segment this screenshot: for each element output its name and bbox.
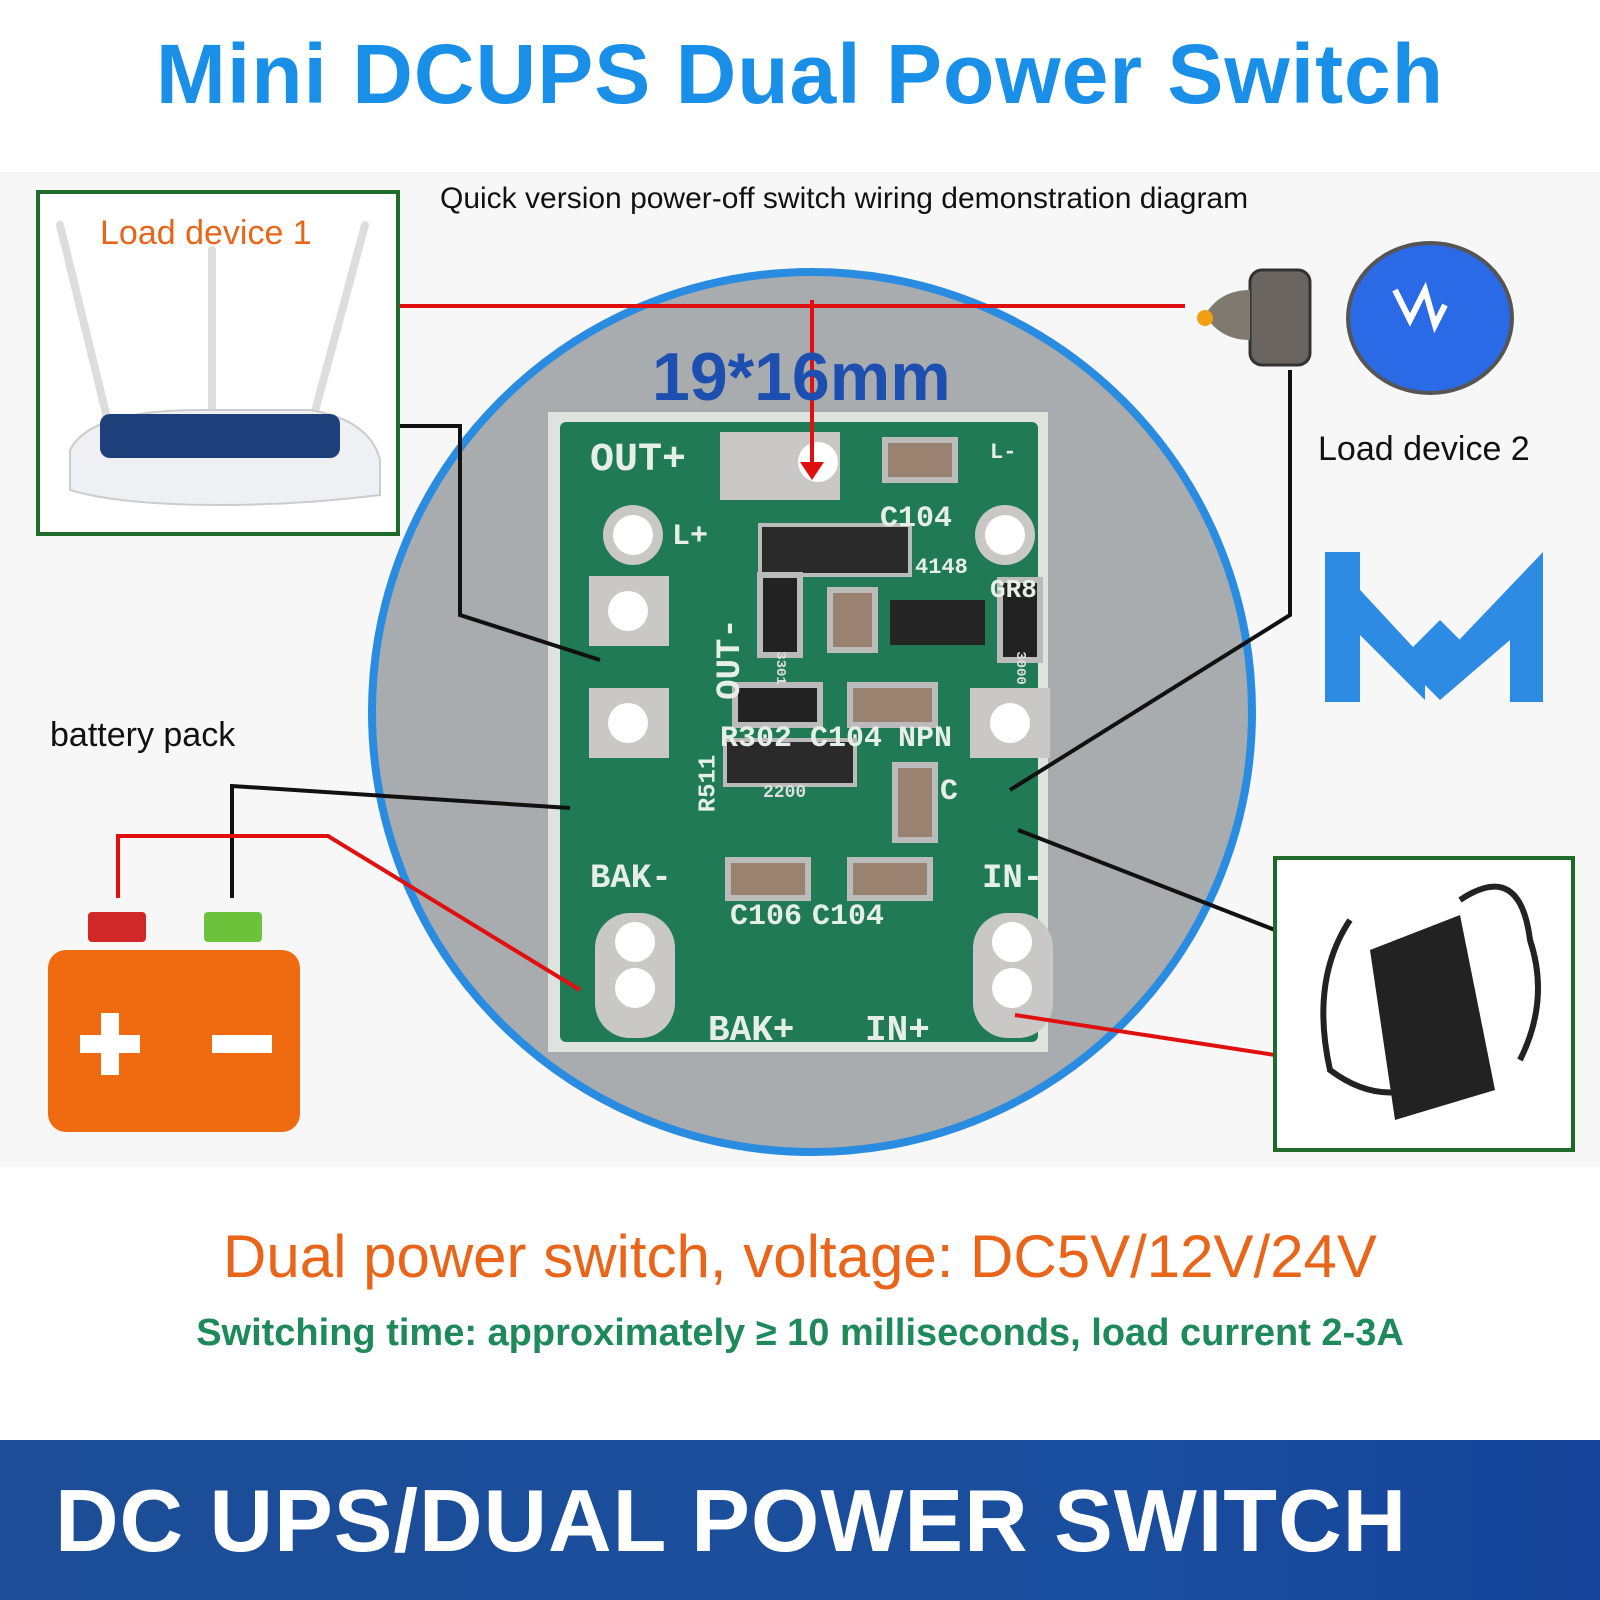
pcb-gr8: GR8 xyxy=(990,575,1037,605)
pcb-bak-minus: BAK- xyxy=(590,860,672,898)
pcb-c106: C106 xyxy=(730,900,803,934)
wires xyxy=(116,300,1292,1057)
battery-pack-label: battery pack xyxy=(50,716,236,754)
pcb-in-plus: IN+ xyxy=(865,1010,930,1051)
pcb-l-minus: L- xyxy=(990,440,1017,465)
pcb-c104-bot: C104 xyxy=(812,900,885,934)
load-device-1-label: Load device 1 xyxy=(100,214,312,252)
pcb-npn: NPN xyxy=(898,722,953,756)
pcb-diode-label: 4148 xyxy=(915,555,968,580)
pcb-r511: R511 xyxy=(695,754,723,813)
banner-text: DC UPS/DUAL POWER SWITCH xyxy=(55,1471,1408,1570)
bottom-banner xyxy=(0,1440,1600,1600)
pcb-c104-top: C104 xyxy=(880,502,953,536)
pcb-out-plus: OUT+ xyxy=(590,438,687,483)
pads xyxy=(589,432,1053,1038)
components xyxy=(723,437,1043,901)
pcb-in-minus: IN- xyxy=(982,860,1044,898)
pcb-res-3000: 3000 xyxy=(1011,651,1028,685)
battery-minus-wire xyxy=(230,783,571,898)
pcb-res-3301: 3301 xyxy=(771,651,788,685)
out-minus-wire xyxy=(390,424,601,662)
voltage-spec: Dual power switch, voltage: DC5V/12V/24V xyxy=(223,1223,1377,1290)
pcb-r302: R302 xyxy=(720,722,793,756)
lightbulb-icon xyxy=(1197,241,1514,395)
switching-spec: Switching time: approximately ≥ 10 milli… xyxy=(196,1312,1404,1354)
dimension-label: 19*16mm xyxy=(652,339,951,415)
battery-icon xyxy=(48,912,300,1132)
pcb-c: C xyxy=(940,775,959,809)
in-minus-wire xyxy=(1017,828,1276,932)
load-device-2-label: Load device 2 xyxy=(1318,430,1530,468)
page-title: Mini DCUPS Dual Power Switch xyxy=(155,27,1445,121)
pcb-res-2200: 2200 xyxy=(763,783,807,803)
router-icon xyxy=(56,221,369,434)
battery-plus-wire xyxy=(116,834,582,992)
pcb-out-minus: OUT- xyxy=(711,618,750,700)
pcb-bak-plus: BAK+ xyxy=(708,1010,795,1051)
brand-logo xyxy=(1325,552,1543,702)
arrow-icon xyxy=(800,462,824,480)
router-panel xyxy=(100,414,340,458)
power-adapter-icon xyxy=(1320,883,1541,1120)
pcb-c104-mid: C104 xyxy=(810,722,883,756)
in-plus-wire xyxy=(1014,1013,1276,1057)
diagram-subtitle: Quick version power-off switch wiring de… xyxy=(440,182,1249,215)
pcb-l-plus: L+ xyxy=(672,520,709,554)
load2-minus-wire xyxy=(1008,370,1292,792)
